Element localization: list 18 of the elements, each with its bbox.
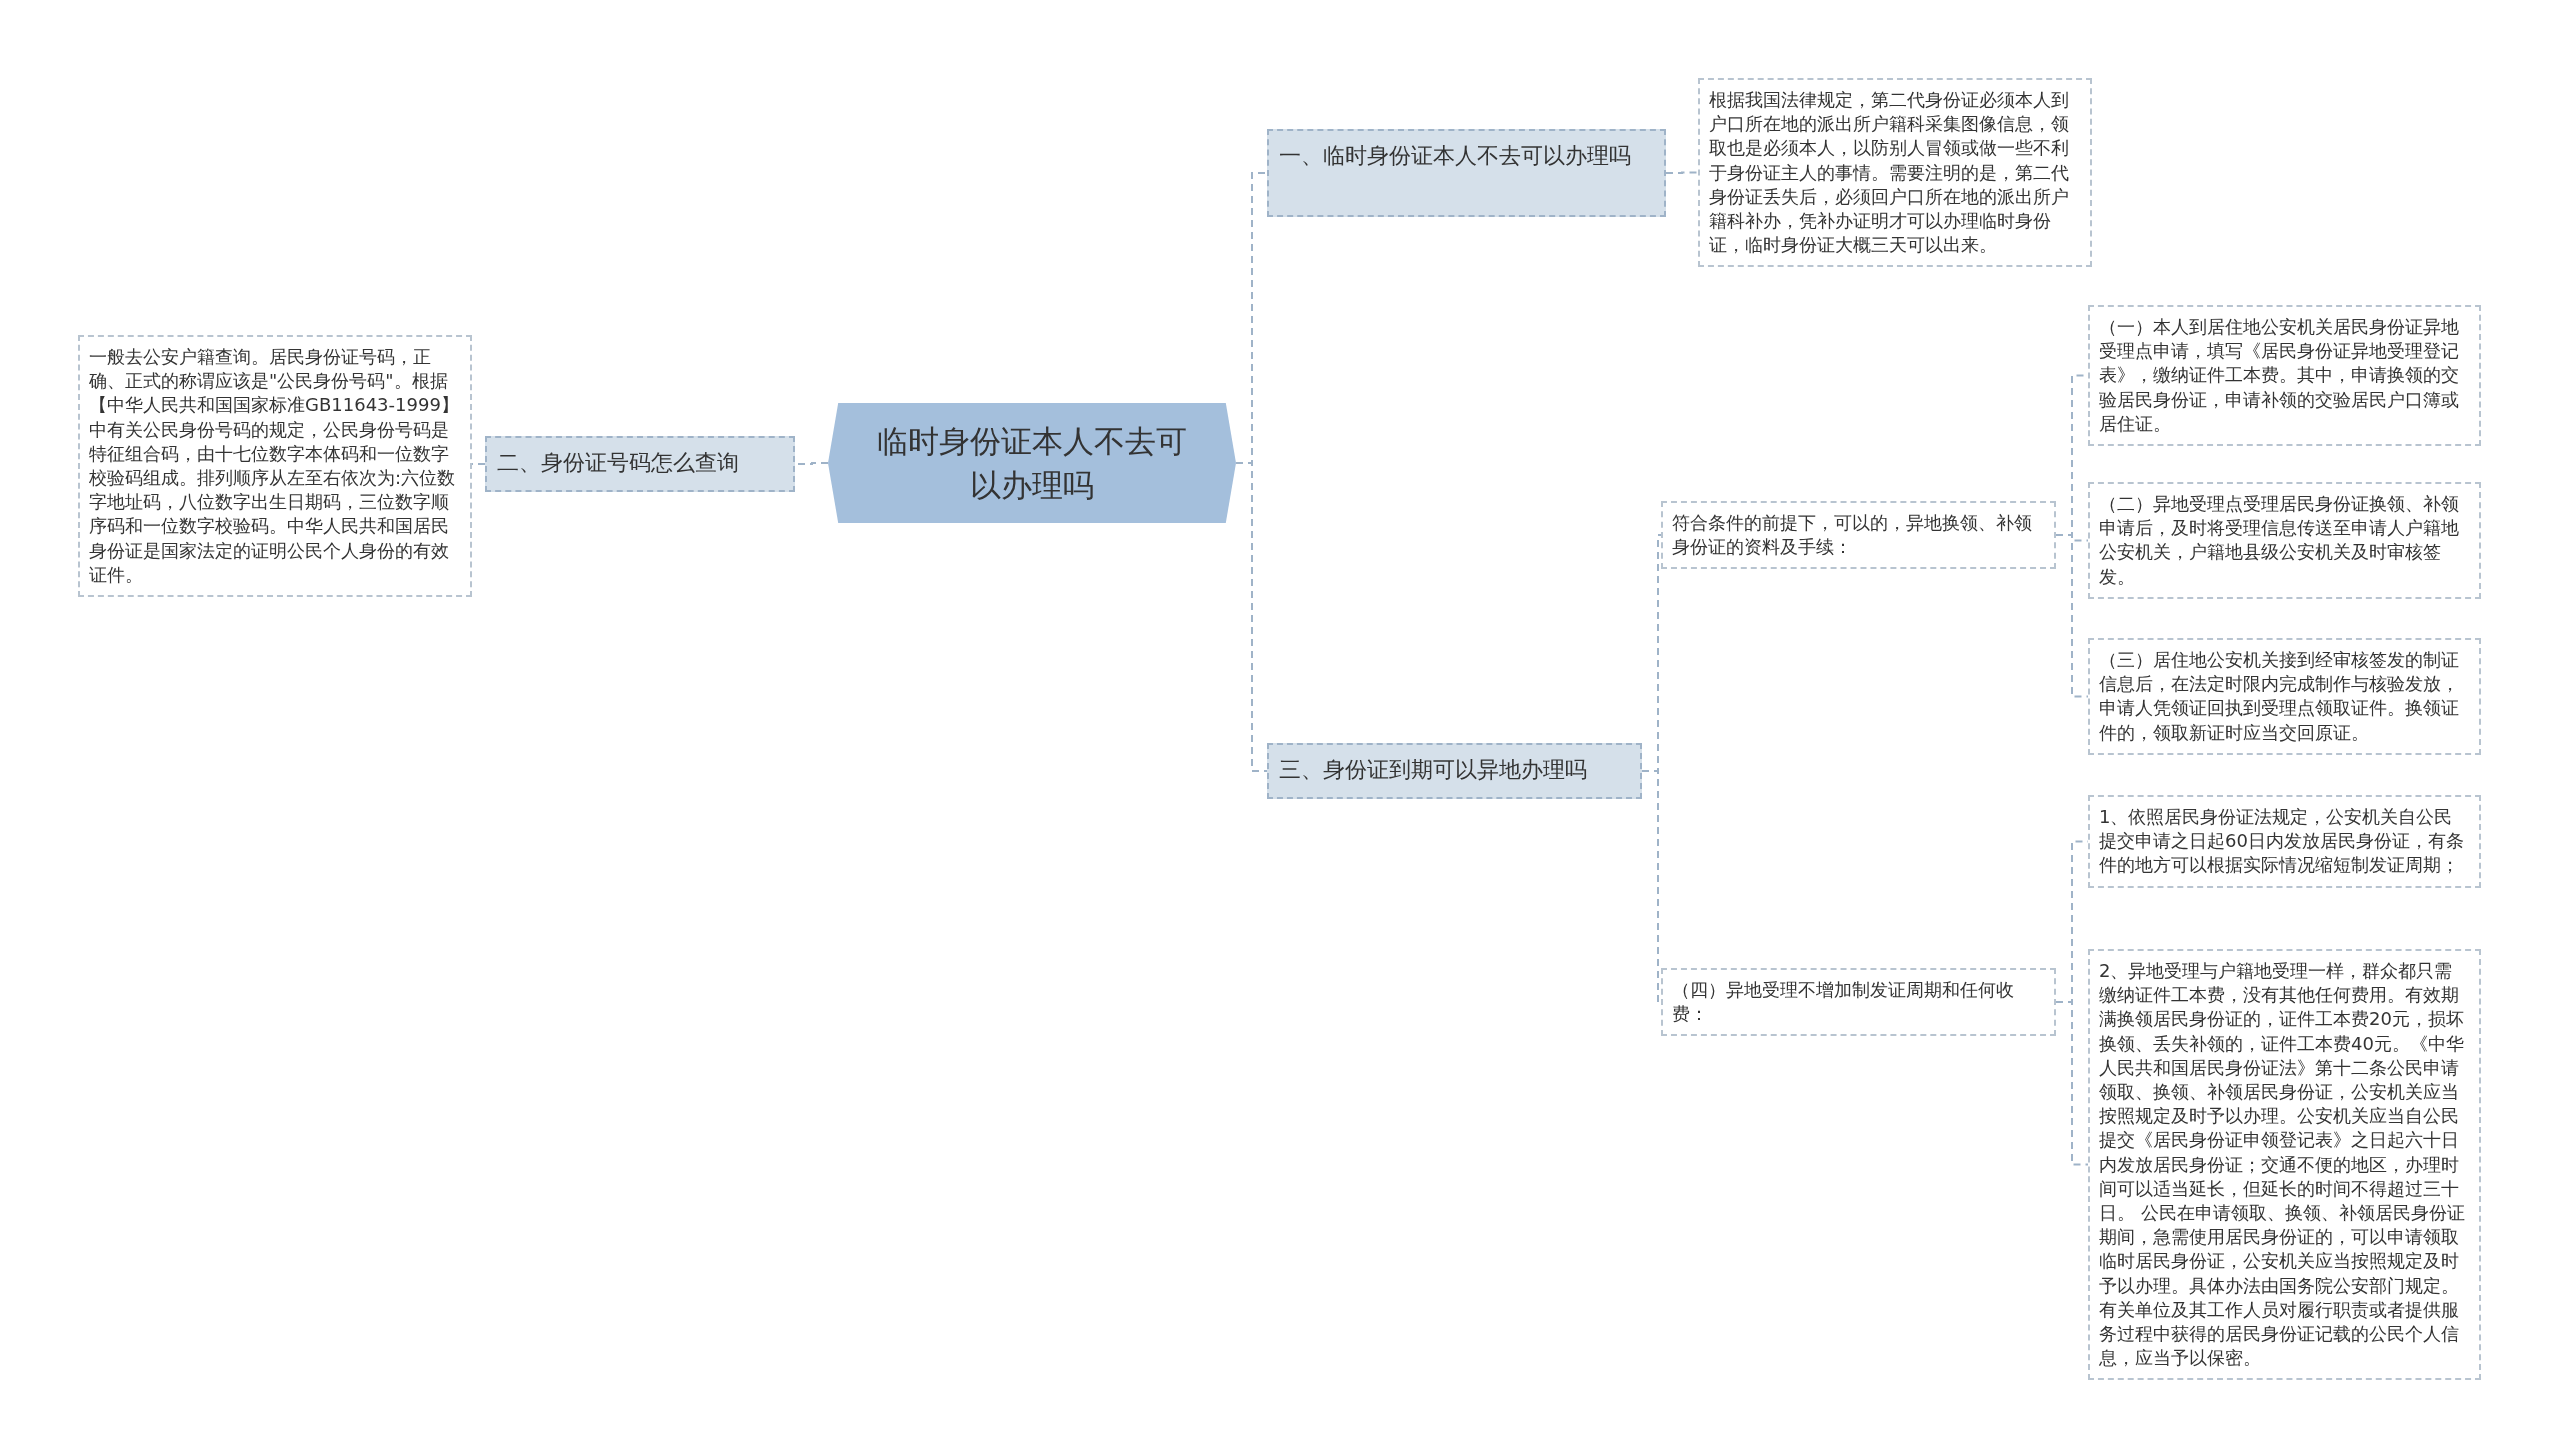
- note-box: 1、依照居民身份证法规定，公安机关自公民提交申请之日起60日内发放居民身份证，有条件的地方可以根据实际情况缩短制发证周期；: [2088, 795, 2481, 888]
- topic-box: 三、身份证到期可以异地办理吗: [1267, 743, 1642, 799]
- topic-box: 一、临时身份证本人不去可以办理吗: [1267, 129, 1666, 217]
- connector: [2055, 534, 2089, 698]
- topic-box: 二、身份证号码怎么查询: [485, 436, 795, 492]
- note-box: 一般去公安户籍查询。居民身份证号码，正确、正式的称谓应该是"公民身份号码"。根据【中华人民共和国国家标准GB11643-1999】中有关公民身份号码的规定，公民身份号码是特征组合码，由十七位数字本体码和一位数字校验码组成。排列顺序从左至右依次为:六位数字地址码，八位数字出生日期码，三位数字顺序码和一位数字校验码。中华人民共和国居民身份证是国家法定的证明公民个人身份的有效证件。: [78, 335, 472, 598]
- connector: [1235, 462, 1268, 772]
- note-box: （二）异地受理点受理居民身份证换领、补领申请后，及时将受理信息传送至申请人户籍地公安机关，户籍地县级公安机关及时审核签发。: [2088, 482, 2481, 599]
- connector: [1641, 770, 1662, 1003]
- central-topic: 临时身份证本人不去可以办理吗: [828, 403, 1236, 523]
- note-box: 根据我国法律规定，第二代身份证必须本人到户口所在地的派出所户籍科采集图像信息，领取也是必须本人，以防别人冒领或做一些不利于身份证主人的事情。需要注明的是，第二代身份证丢失后，必须回户口所在地的派出所户籍科补办，凭补办证明才可以办理临时身份证，临时身份证大概三天可以出来。: [1698, 78, 2092, 268]
- connector: [2055, 1001, 2089, 1166]
- note-box: （三）居住地公安机关接到经审核签发的制证信息后，在法定时限内完成制作与核验发放，申请人凭领证回执到受理点领取证件。换领证件的，领取新证时应当交回原证。: [2088, 638, 2481, 755]
- note-box: 符合条件的前提下，可以的，异地换领、补领身份证的资料及手续：: [1661, 501, 2056, 570]
- note-box: （一）本人到居住地公安机关居民身份证异地受理点申请，填写《居民身份证异地受理登记表》，缴纳证件工本费。其中，申请换领的交验居民身份证，申请补领的交验居民户口簿或居住证。: [2088, 305, 2481, 446]
- connector: [1665, 171, 1699, 174]
- note-box: （四）异地受理不增加制发证周期和任何收费：: [1661, 968, 2056, 1037]
- note-box: 2、异地受理与户籍地受理一样，群众都只需缴纳证件工本费，没有其他任何费用。有效期满换领居民身份证的，证件工本费20元，损坏换领、丢失补领的，证件工本费40元。《中华人民共和国居民身份证法》第十二条公民申请领取、换领、补领居民身份证，公安机关应当按照规定及时予以办理。公安机关应当自公民提交《居民身份证申领登记表》之日起六十日内发放居民身份证；交通不便的地区，办理时间可以适当延长，但延长的时间不得超过三十日。 公民在申请领取、换领、补领居民身份证期间，急需使用居民身份证的，可以申请领取临时居民身份证，公安机关应当按照规定及时予以办理。具体办法由国务院公安部门规定。有关单位及其工作人员对履行职责或者提供服务过程中获得的居民身份证记载的公民个人信息，应当予以保密。: [2088, 949, 2481, 1381]
